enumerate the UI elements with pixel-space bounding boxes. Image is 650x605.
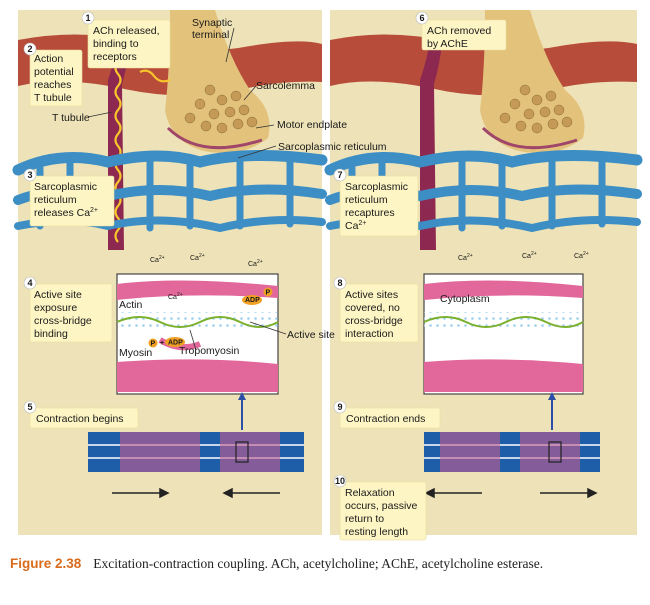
sarcomere-strip-right bbox=[424, 432, 600, 472]
contraction-arrows bbox=[112, 487, 280, 499]
sarcoplasmic-reticulum-label: Sarcoplasmic reticulum bbox=[278, 141, 387, 153]
caption-text: Excitation-contraction coupling. ACh, ac… bbox=[93, 556, 544, 571]
ach-stream bbox=[139, 69, 171, 83]
step-text: Contraction ends bbox=[346, 413, 425, 425]
calcium-labels: Ca2+ Ca2+ Ca2+ Ca2+ Ca2+ Ca2+ Ca2+ bbox=[150, 251, 589, 301]
phosphate-label: P bbox=[266, 290, 271, 297]
ca-label: Ca2+ bbox=[574, 251, 589, 260]
left-panel bbox=[12, 10, 328, 535]
adp-label: ADP bbox=[168, 340, 183, 347]
step-9: 9 Contraction ends bbox=[333, 400, 441, 429]
ca-label: Ca2+ bbox=[458, 253, 473, 262]
step-3: 3 Sarcoplasmic reticulum releases Ca2+ bbox=[23, 168, 115, 227]
relaxation-arrows bbox=[424, 487, 598, 499]
step-number: 8 bbox=[338, 278, 343, 288]
step-5: 5 Contraction begins bbox=[23, 400, 139, 429]
step-callouts: 1 ACh released, binding to receptors 2 A… bbox=[23, 11, 507, 541]
step-number: 6 bbox=[420, 13, 425, 23]
thick-filament-bottom-left bbox=[117, 359, 278, 392]
ca-label: Ca2+ bbox=[248, 259, 263, 268]
step-number: 9 bbox=[338, 402, 343, 412]
step-7: 7 Sarcoplasmic reticulum recaptures Ca2+ bbox=[333, 168, 419, 237]
step-text: Action potential reaches T tubule bbox=[34, 53, 77, 104]
step-text: Active site exposure cross-bridge bindin… bbox=[34, 289, 95, 340]
ca-label: Ca2+ bbox=[190, 253, 205, 262]
step-text: ACh released, binding to receptors bbox=[93, 25, 162, 63]
step-text: Sarcoplasmic reticulum recaptures Ca2+ bbox=[345, 181, 411, 232]
actin-label: Actin bbox=[119, 299, 143, 311]
actin-filament-right bbox=[424, 312, 583, 330]
step-number: 5 bbox=[28, 402, 33, 412]
step-number: 3 bbox=[28, 170, 33, 180]
muscle-band-right bbox=[330, 34, 637, 96]
tropomyosin-strand-left bbox=[116, 316, 279, 328]
active-site-label: Active site bbox=[287, 329, 335, 341]
step-text: Contraction begins bbox=[36, 413, 124, 425]
step-number: 4 bbox=[28, 278, 33, 288]
figure-number: Figure 2.38 bbox=[10, 556, 82, 571]
step-4: 4 Active site exposure cross-bridge bind… bbox=[23, 276, 113, 343]
motor-endplate-fringe-right bbox=[481, 126, 578, 150]
step-8: 8 Active sites covered, no cross-bridge … bbox=[333, 276, 419, 343]
t-tubule-label: T tubule bbox=[52, 112, 90, 124]
thick-filament-top-right bbox=[424, 280, 583, 300]
tropomyosin-label: Tropomyosin bbox=[179, 345, 239, 357]
vesicles bbox=[184, 84, 258, 134]
sarcomere-strip-left bbox=[88, 432, 304, 472]
vesicles-right bbox=[499, 84, 573, 134]
action-potential-left bbox=[114, 49, 122, 243]
figure-caption: Figure 2.38 Excitation-contraction coupli… bbox=[10, 556, 650, 572]
ca-label: Ca2+ bbox=[168, 292, 183, 301]
step-10: 10 Relaxation occurs, passive return to … bbox=[333, 474, 427, 541]
step-number: 7 bbox=[338, 170, 343, 180]
motor-endplate-fringe bbox=[166, 126, 263, 150]
step-number: 2 bbox=[28, 44, 33, 54]
step-number: 1 bbox=[86, 13, 91, 23]
step-text: Sarcoplasmic reticulum releases Ca2+ bbox=[34, 181, 100, 219]
adp-tokens: ADP P P + ADP bbox=[148, 287, 273, 348]
sarcolemma-label: Sarcolemma bbox=[256, 80, 315, 92]
step-1: 1 ACh released, binding to receptors bbox=[81, 11, 171, 69]
step-number: 10 bbox=[335, 476, 345, 486]
myosin-head-left bbox=[158, 337, 202, 351]
myosin-label: Myosin bbox=[119, 347, 152, 359]
tropomyosin-strand-right bbox=[423, 316, 584, 328]
step-6: 6 ACh removed by AChE bbox=[415, 11, 507, 51]
leader-lines bbox=[87, 27, 287, 351]
adp-label: ADP bbox=[245, 297, 260, 304]
zoom-pointer-head-left bbox=[238, 392, 246, 400]
step-text: Active sites covered, no cross-bridge in… bbox=[345, 289, 406, 340]
motor-endplate-label: Motor endplate bbox=[277, 119, 347, 131]
step-text: Relaxation occurs, passive return to res… bbox=[345, 487, 420, 538]
right-panel bbox=[324, 10, 643, 535]
ca-label: Ca2+ bbox=[150, 255, 165, 264]
step-2: 2 Action potential reaches T tubule bbox=[23, 42, 83, 107]
actin-filament-left bbox=[117, 312, 278, 330]
phosphate-label: P bbox=[151, 341, 156, 348]
cytoplasm-label: Cytoplasm bbox=[440, 293, 490, 305]
plus-sign: + bbox=[160, 340, 164, 347]
zoom-pointer-head-right bbox=[548, 392, 556, 400]
thick-filament-bottom-right bbox=[424, 359, 583, 392]
step-text: ACh removed by AChE bbox=[427, 25, 494, 50]
thick-filament-top-left bbox=[117, 280, 278, 300]
ca-label: Ca2+ bbox=[522, 251, 537, 260]
